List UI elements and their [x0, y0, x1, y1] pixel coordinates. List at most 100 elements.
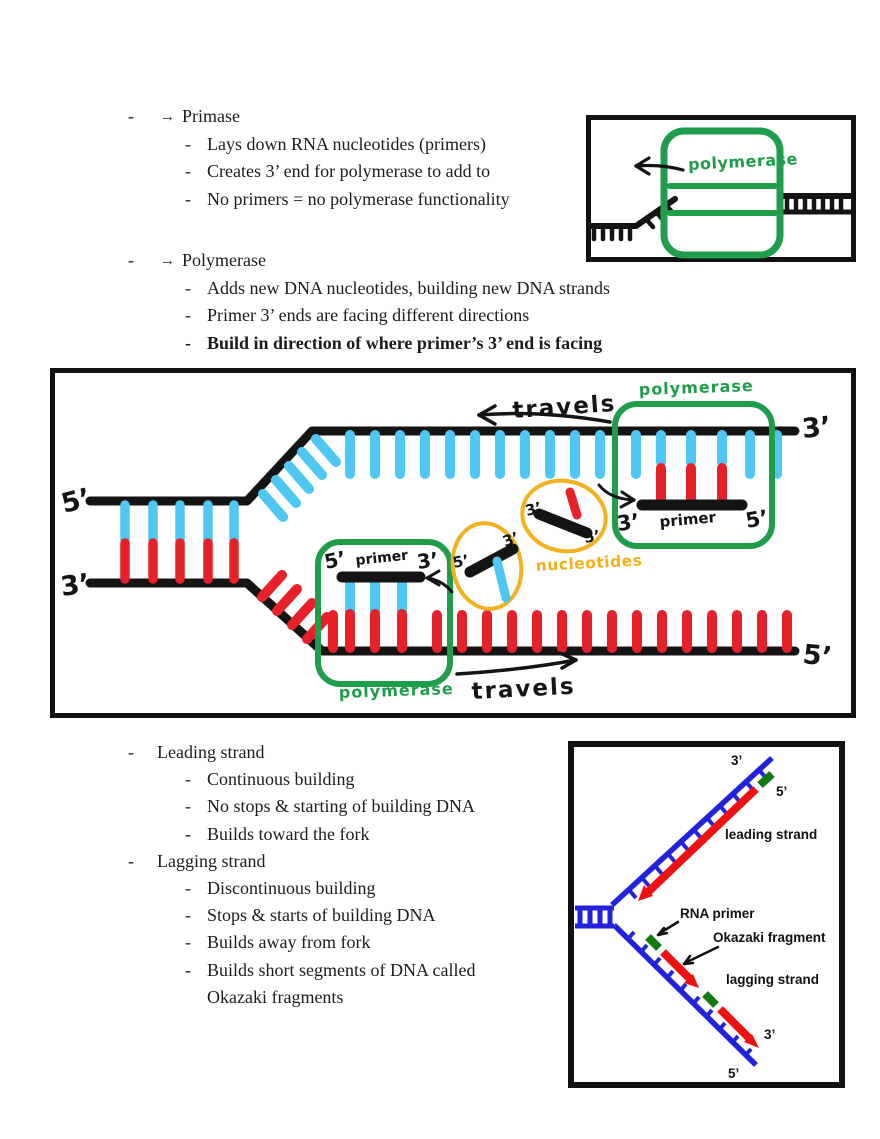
note-text: Builds away from fork	[207, 932, 371, 953]
bullet-dash: -	[185, 905, 191, 926]
primase-title: Primase	[182, 106, 240, 126]
label-primer-top-3prime: 3’	[615, 509, 641, 536]
paired-bases	[120, 500, 239, 584]
note-line: - Builds toward the fork	[185, 821, 529, 848]
primase-notes: - → Primase - Lays down RNA nucleotides …	[128, 103, 510, 213]
travels-right-arrow	[455, 651, 578, 676]
travels-left-arrow	[477, 404, 612, 426]
nucleotide-red	[520, 478, 608, 554]
label-nucleotide-blue-3prime: 3’	[500, 528, 521, 550]
bullet-arrow: →	[160, 253, 175, 269]
bullet-dash: -	[128, 850, 134, 871]
primer-pointer-top	[597, 483, 636, 509]
note-line: - Builds away from fork	[185, 929, 529, 956]
bullet-dash: -	[128, 106, 134, 126]
label-5prime-bottom: 5’	[728, 1066, 739, 1081]
note-text: Adds new DNA nucleotides, building new D…	[207, 278, 610, 299]
note-line: - No primers = no polymerase functionali…	[185, 186, 510, 213]
label-3prime-top-right: 3’	[800, 411, 832, 445]
note-line: - Adds new DNA nucleotides, building new…	[185, 275, 610, 302]
left-arrow-icon	[634, 156, 685, 176]
okazaki-fragment-2	[717, 1006, 759, 1048]
polymerase-sketch-figure: polymerase	[585, 115, 856, 262]
lagging-template	[612, 923, 758, 1067]
okazaki-fragment-1	[660, 949, 699, 988]
label-rna-primer: RNA primer	[680, 906, 755, 921]
bullet-dash: -	[128, 742, 134, 762]
new-bases-top	[656, 463, 727, 506]
bullet-arrow: →	[160, 109, 175, 125]
top-strand-bases	[258, 430, 782, 522]
leading-strand-arrow	[638, 786, 759, 901]
label-okazaki-fragment: Okazaki fragment	[713, 930, 826, 945]
replication-fork-figure: 5’ 3’ 3’ 5’ travels travels polymerase p…	[50, 368, 856, 718]
label-nucleotide-red-5prime: 5’	[583, 526, 602, 547]
label-travels-bottom: travels	[471, 674, 576, 705]
polymerase-notes: - → Polymerase - Adds new DNA nucleotide…	[128, 247, 610, 357]
bullet-dash: -	[185, 134, 191, 155]
label-primer-bottom-3prime: 3’	[415, 547, 440, 574]
leading-lagging-svg: 3’ 5’ leading strand RNA primer Okazaki …	[568, 741, 845, 1088]
leading-title: Leading strand	[157, 742, 265, 762]
label-nucleotide-red-3prime: 3’	[523, 498, 543, 520]
note-line-bold: - Build in direction of where primer’s 3…	[185, 330, 610, 357]
note-line: - Builds short segments of DNA called Ok…	[185, 957, 529, 1011]
note-line: - Lays down RNA nucleotides (primers)	[185, 131, 510, 158]
bullet-dash: -	[185, 305, 191, 326]
note-line: - No stops & starting of building DNA	[185, 793, 529, 820]
new-bases-bottom	[345, 576, 407, 653]
leading-title-row: - Leading strand	[128, 739, 529, 766]
okazaki2-rna-primer	[702, 991, 719, 1008]
label-3prime-bottom-left: 3’	[59, 568, 92, 603]
note-line: - Discontinuous building	[185, 875, 529, 902]
note-text-bold: Build in direction of where primer’s 3’ …	[207, 332, 603, 353]
leading-rna-primer	[757, 771, 775, 788]
label-nucleotides: nucleotides	[535, 551, 643, 575]
note-text: Builds short segments of DNA called Okaz…	[207, 959, 476, 1007]
primer-pointer-bottom	[425, 569, 454, 594]
note-line: - Creates 3’ end for polymerase to add t…	[185, 158, 510, 185]
label-leading-strand: leading strand	[725, 827, 817, 842]
primase-title-row: - → Primase	[128, 103, 510, 131]
label-polymerase-bottom: polymerase	[338, 679, 454, 702]
note-line: - Primer 3’ ends are facing different di…	[185, 302, 610, 329]
label-primer-bottom: primer	[355, 548, 409, 569]
note-line: - Stops & starts of building DNA	[185, 902, 529, 929]
bullet-dash: -	[128, 250, 134, 270]
note-text: No primers = no polymerase functionality	[207, 188, 510, 209]
polymerase-box-top	[612, 401, 775, 549]
bullet-dash: -	[185, 878, 191, 899]
bullet-dash: -	[185, 332, 191, 353]
note-text: Stops & starts of building DNA	[207, 905, 436, 926]
label-3prime-bottom: 3’	[764, 1027, 775, 1042]
note-text: Builds toward the fork	[207, 823, 370, 844]
label-lagging-strand: lagging strand	[726, 972, 819, 987]
label-polymerase-top: polymerase	[638, 376, 754, 399]
note-line: - Continuous building	[185, 766, 529, 793]
note-text: Discontinuous building	[207, 878, 376, 899]
label-nucleotide-blue-5prime: 5’	[451, 551, 471, 572]
figure-border	[568, 741, 845, 1088]
polymerase-blob	[660, 127, 784, 259]
polymerase-box-bottom	[315, 539, 453, 687]
note-text: Continuous building	[207, 769, 355, 790]
label-primer-top-5prime: 5’	[744, 505, 770, 533]
replication-fork-svg: 5’ 3’ 3’ 5’ travels travels polymerase p…	[50, 368, 856, 718]
parent-duplex	[575, 905, 614, 929]
lagging-title: Lagging strand	[157, 850, 266, 871]
label-5prime-bottom-right: 5’	[801, 639, 833, 673]
bullet-dash: -	[185, 796, 191, 817]
bullet-dash: -	[185, 823, 191, 844]
okazaki1-rna-primer	[645, 934, 662, 951]
polymerase-title: Polymerase	[182, 250, 266, 270]
note-text: No stops & starting of building DNA	[207, 796, 475, 817]
bullet-dash: -	[185, 188, 191, 209]
bullet-dash: -	[185, 161, 191, 182]
note-text: Lays down RNA nucleotides (primers)	[207, 134, 486, 155]
polymerase-sketch-svg: polymerase	[585, 115, 856, 262]
bullet-dash: -	[185, 959, 191, 980]
okazaki-pointer	[682, 945, 720, 966]
leading-lagging-figure: 3’ 5’ leading strand RNA primer Okazaki …	[568, 741, 845, 1088]
rna-primer-pointer	[656, 920, 680, 937]
